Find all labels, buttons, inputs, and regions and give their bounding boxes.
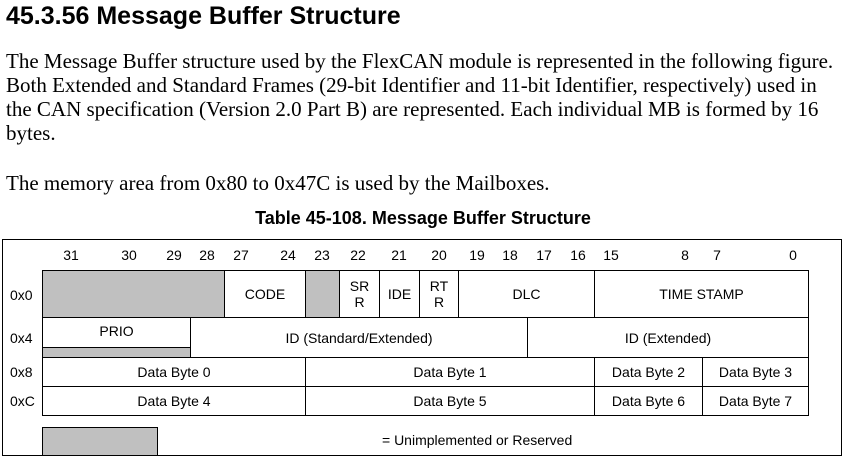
data-byte-cell: Data Byte 3 <box>702 357 809 387</box>
prio-field: PRIO <box>42 317 191 358</box>
table-frame <box>2 239 842 456</box>
timestamp-label: TIME STAMP <box>659 286 744 302</box>
data-byte-cell: Data Byte 4 <box>42 386 306 416</box>
row-offset: 0xC <box>10 393 35 409</box>
reserved-field <box>305 270 340 318</box>
bit-label: 15 <box>603 247 619 263</box>
bit-label: 27 <box>233 247 249 263</box>
rtr-label-line2: R <box>433 294 445 310</box>
srr-label-line2: R <box>354 294 365 310</box>
data-byte-cell: Data Byte 5 <box>305 386 595 416</box>
bit-label: 23 <box>314 247 330 263</box>
intro-paragraph: The Message Buffer structure used by the… <box>6 49 834 145</box>
srr-label-line1: SR <box>349 278 370 294</box>
prio-label: PRIO <box>99 323 134 339</box>
code-label: CODE <box>244 286 286 302</box>
data-byte-label: Data Byte 7 <box>718 393 793 409</box>
data-byte-cell: Data Byte 6 <box>594 386 703 416</box>
data-byte-label: Data Byte 6 <box>611 393 686 409</box>
bit-label: 8 <box>681 247 689 263</box>
table-caption: Table 45-108. Message Buffer Structure <box>255 208 591 228</box>
bit-label: 19 <box>469 247 485 263</box>
section-heading: 45.3.56 Message Buffer Structure <box>6 2 401 30</box>
data-byte-label: Data Byte 2 <box>611 364 686 380</box>
reserved-bar <box>43 347 190 357</box>
legend-text: = Unimplemented or Reserved <box>382 432 573 448</box>
data-byte-cell: Data Byte 1 <box>305 357 595 387</box>
data-byte-label: Data Byte 4 <box>137 393 211 409</box>
rtr-label-line1: RT <box>429 278 449 294</box>
data-byte-label: Data Byte 1 <box>413 364 487 380</box>
bit-label: 30 <box>121 247 137 263</box>
bit-label: 7 <box>713 247 721 263</box>
bit-label: 31 <box>63 247 79 263</box>
bit-label: 18 <box>502 247 518 263</box>
dlc-label: DLC <box>512 286 541 302</box>
data-byte-cell: Data Byte 7 <box>702 386 809 416</box>
data-byte-cell: Data Byte 2 <box>594 357 703 387</box>
rtr-field: RT R <box>419 270 459 318</box>
timestamp-field: TIME STAMP <box>594 270 809 318</box>
bit-label: 17 <box>536 247 552 263</box>
reserved-field <box>42 270 225 318</box>
row-offset: 0x4 <box>10 330 33 346</box>
id-extended-label: ID (Extended) <box>624 329 712 346</box>
ide-field: IDE <box>379 270 420 318</box>
id-standard-label: ID (Standard/Extended) <box>285 329 433 346</box>
srr-field: SR R <box>339 270 380 318</box>
bit-label: 20 <box>431 247 447 263</box>
memory-area-paragraph: The memory area from 0x80 to 0x47C is us… <box>6 171 550 195</box>
dlc-field: DLC <box>458 270 595 318</box>
data-byte-label: Data Byte 3 <box>718 364 793 380</box>
id-standard-field: ID (Standard/Extended) <box>190 317 528 358</box>
data-byte-label: Data Byte 5 <box>413 393 487 409</box>
row-offset: 0x8 <box>10 364 33 380</box>
bit-label: 29 <box>166 247 182 263</box>
data-byte-cell: Data Byte 0 <box>42 357 306 387</box>
row-offset: 0x0 <box>10 287 33 303</box>
bit-label: 0 <box>789 247 797 263</box>
data-byte-label: Data Byte 0 <box>137 364 211 380</box>
id-extended-field: ID (Extended) <box>527 317 809 358</box>
ide-label: IDE <box>387 286 412 302</box>
legend-swatch <box>42 427 158 456</box>
bit-label: 21 <box>391 247 407 263</box>
bit-label: 16 <box>570 247 586 263</box>
bit-label: 24 <box>280 247 296 263</box>
bit-label: 28 <box>199 247 215 263</box>
bit-label: 22 <box>350 247 366 263</box>
code-field: CODE <box>224 270 306 318</box>
